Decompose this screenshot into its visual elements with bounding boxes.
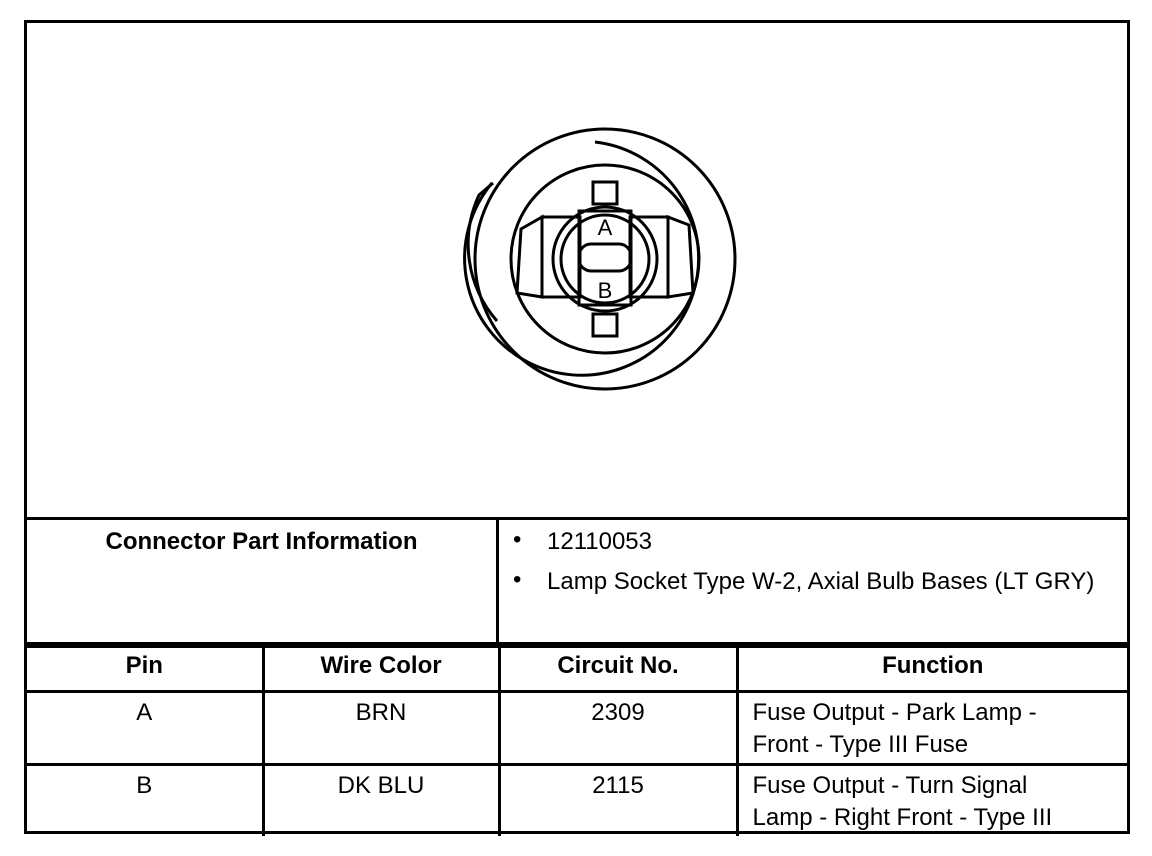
circuit-cell: 2309	[497, 690, 739, 766]
pin-table: Pin Wire Color Circuit No. Function A BR…	[27, 645, 1127, 836]
connector-face-drawing: A B	[463, 127, 737, 391]
connector-diagram: A B	[27, 23, 1127, 520]
header-wire-color: Wire Color	[261, 645, 501, 693]
pin-cell: B	[27, 763, 265, 836]
pin-table-header: Pin Wire Color Circuit No. Function	[27, 645, 1127, 693]
header-pin: Pin	[27, 645, 265, 693]
socket-ring	[509, 163, 701, 355]
function-line: Lamp - Right Front - Type III	[752, 804, 1053, 831]
function-line: Front - Type III Fuse	[752, 731, 969, 758]
wire-color-cell: DK BLU	[261, 763, 501, 836]
header-function: Function	[735, 645, 1127, 693]
connector-inner-ring-notch	[466, 181, 499, 322]
pin-cell: A	[27, 690, 265, 766]
top-key-tab	[591, 180, 619, 206]
function-line: Fuse Output - Park Lamp -	[752, 699, 1037, 726]
right-contact-outer	[666, 214, 695, 299]
connector-sheet: A B Connector Part Information • 1211005…	[24, 20, 1130, 836]
table-row: A BRN 2309 Fuse Output - Park Lamp - Fro…	[27, 690, 1127, 766]
header-circuit: Circuit No.	[497, 645, 739, 693]
bottom-key-tab	[591, 312, 619, 338]
connector-inner-ring	[463, 140, 701, 377]
function-cell: Fuse Output - Park Lamp - Front - Type I…	[735, 690, 1127, 766]
table-row: B DK BLU 2115 Fuse Output - Turn Signal …	[27, 763, 1127, 836]
function-cell: Fuse Output - Turn Signal Lamp - Right F…	[735, 763, 1127, 836]
bullet-icon: •	[513, 526, 522, 553]
function-line: Fuse Output - Turn Signal	[752, 772, 1028, 799]
pin-a-label: A	[598, 215, 613, 240]
bulb-seat-ring	[551, 205, 659, 313]
part-info-label: Connector Part Information	[27, 520, 499, 642]
bulb-seat-inner-ring	[559, 213, 651, 305]
bullet-icon: •	[513, 566, 522, 593]
pin-b-label: B	[598, 278, 613, 303]
connector-outer-ring	[473, 127, 737, 391]
part-description: Lamp Socket Type W-2, Axial Bulb Bases (…	[547, 568, 1095, 595]
part-info-values: • 12110053 • Lamp Socket Type W-2, Axial…	[499, 520, 1127, 642]
circuit-cell: 2115	[497, 763, 739, 836]
left-contact-outer	[515, 214, 544, 299]
part-info-row: Connector Part Information • 12110053 • …	[27, 520, 1127, 645]
wire-color-cell: BRN	[261, 690, 501, 766]
part-number: 12110053	[547, 528, 652, 555]
terminal-divider	[577, 242, 633, 273]
